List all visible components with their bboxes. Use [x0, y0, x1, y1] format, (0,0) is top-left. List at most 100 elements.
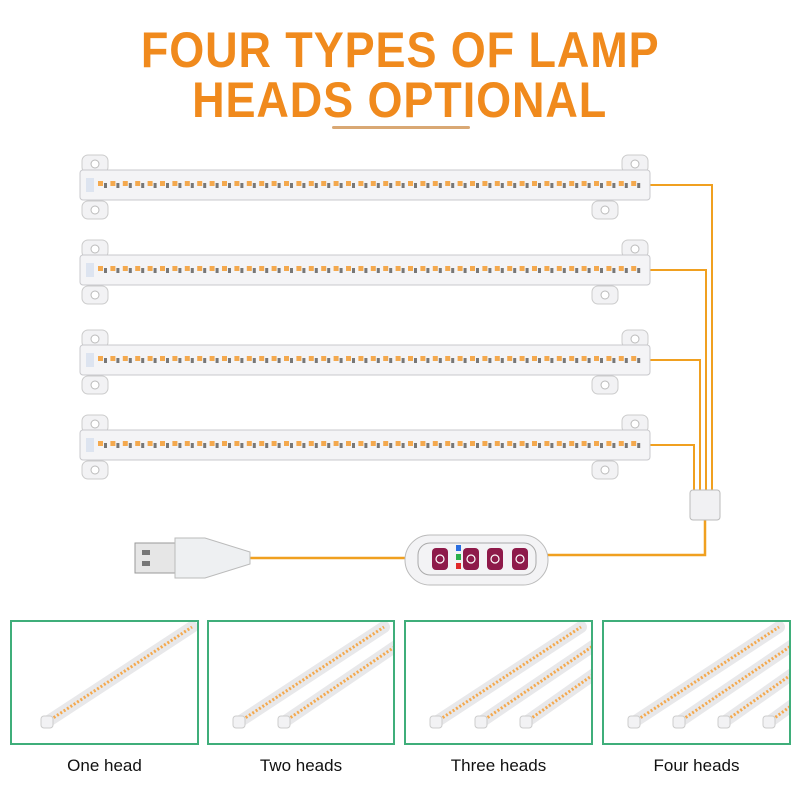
led — [445, 181, 451, 186]
led — [519, 441, 525, 446]
resistor — [426, 183, 430, 188]
option-box-one-head[interactable] — [10, 620, 199, 745]
resistor — [116, 268, 120, 273]
led — [544, 356, 550, 361]
led — [160, 356, 165, 361]
led — [470, 441, 475, 446]
led — [147, 181, 153, 186]
title-text: HEADS OPTIONAL — [192, 72, 608, 128]
resistor — [228, 183, 231, 188]
resistor — [587, 358, 591, 363]
led — [544, 266, 550, 271]
resistor — [153, 268, 157, 273]
resistor — [476, 443, 479, 448]
three-heads-thumbnail — [429, 621, 667, 729]
led — [631, 356, 637, 361]
option-label: One head — [67, 756, 142, 775]
resistor — [575, 358, 579, 363]
resistor — [637, 358, 641, 363]
resistor — [463, 443, 467, 448]
led — [222, 266, 227, 271]
resistor — [500, 268, 504, 273]
resistor — [128, 183, 132, 188]
resistor — [290, 443, 293, 448]
led — [507, 441, 513, 446]
led — [234, 181, 240, 186]
led — [618, 266, 624, 271]
resistor — [302, 183, 306, 188]
resistor — [587, 183, 591, 188]
option-box-two-heads[interactable] — [207, 620, 430, 745]
led — [383, 441, 389, 446]
resistor — [376, 443, 380, 448]
led — [618, 356, 624, 361]
mounting-hole — [90, 380, 100, 390]
resistor — [153, 443, 157, 448]
resistor — [525, 183, 529, 188]
resistor — [128, 358, 132, 363]
thumbnail-end-cap — [519, 715, 533, 729]
led — [432, 356, 438, 361]
resistor — [364, 443, 368, 448]
resistor — [414, 268, 417, 273]
option-box-four-heads[interactable] — [602, 620, 800, 745]
timer-button — [463, 548, 479, 570]
resistor — [538, 358, 541, 363]
led — [321, 441, 327, 446]
led — [556, 441, 562, 446]
resistor — [624, 358, 628, 363]
resistor — [600, 358, 603, 363]
led — [122, 266, 128, 271]
resistor — [190, 358, 194, 363]
title-text: FOUR TYPES OF LAMP — [140, 22, 660, 78]
resistor — [463, 183, 467, 188]
led — [333, 356, 339, 361]
thumbnail-end-cap — [627, 715, 641, 729]
resistor — [414, 183, 417, 188]
led — [321, 266, 327, 271]
led — [321, 356, 327, 361]
led — [308, 181, 314, 186]
mounting-hole — [90, 465, 100, 475]
led — [482, 356, 488, 361]
resistor — [525, 358, 529, 363]
resistor — [240, 443, 244, 448]
led — [184, 266, 190, 271]
led — [271, 266, 277, 271]
mounting-hole — [630, 244, 640, 254]
resistor — [401, 358, 405, 363]
led — [135, 441, 141, 446]
resistor — [438, 183, 442, 188]
resistor — [550, 268, 554, 273]
resistor — [575, 443, 579, 448]
led — [432, 266, 438, 271]
mounting-hole — [90, 419, 100, 429]
resistor — [240, 268, 244, 273]
led — [308, 356, 314, 361]
resistor — [587, 268, 591, 273]
resistor — [624, 268, 628, 273]
option-box-three-heads[interactable] — [404, 620, 667, 745]
usb-plug — [134, 537, 251, 579]
mounting-hole — [90, 334, 100, 344]
led — [445, 441, 451, 446]
resistor — [538, 183, 541, 188]
resistor — [265, 183, 269, 188]
resistor — [600, 443, 603, 448]
led — [246, 441, 252, 446]
led — [110, 356, 116, 361]
resistor — [128, 443, 132, 448]
led — [333, 181, 339, 186]
mounting-hole — [90, 244, 100, 254]
led — [569, 441, 575, 446]
led — [631, 181, 637, 186]
led — [532, 441, 537, 446]
resistor — [277, 443, 281, 448]
resistor — [637, 443, 641, 448]
led — [98, 356, 103, 361]
resistor — [215, 183, 219, 188]
resistor — [178, 358, 182, 363]
resistor — [451, 358, 455, 363]
led — [470, 181, 475, 186]
led — [358, 441, 364, 446]
